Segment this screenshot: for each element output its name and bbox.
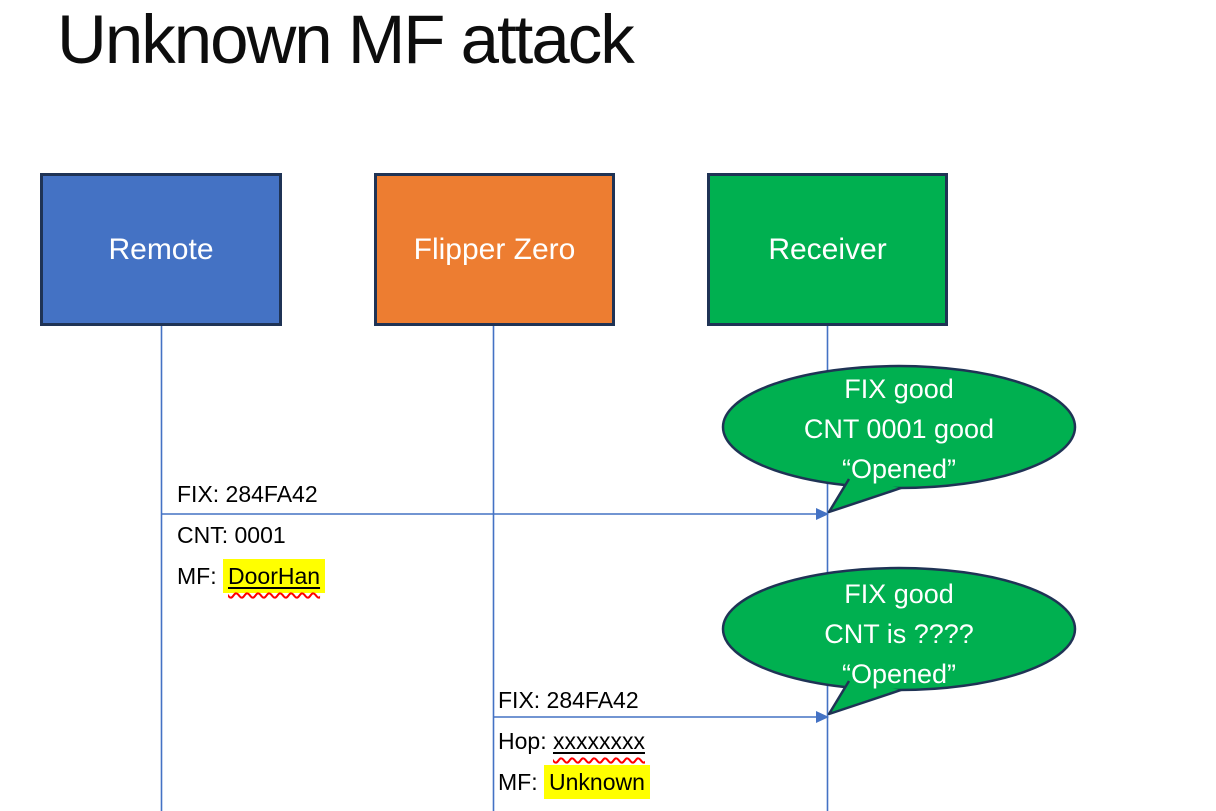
callout-2-line-3: “Opened” — [841, 659, 957, 689]
arrowhead-icon — [816, 711, 829, 723]
callout-1-line-1: FIX good — [844, 374, 954, 404]
message-2-labels: FIX: 284FA42 Hop: xxxxxxxx MF: Unknown — [498, 680, 650, 803]
actor-box-remote: Remote — [40, 173, 282, 326]
message-2-hop-line: Hop: xxxxxxxx — [498, 728, 645, 754]
actor-box-receiver: Receiver — [707, 173, 948, 326]
message-1-cnt-line: CNT: 0001 — [177, 522, 286, 548]
highlighted-text: DoorHan — [223, 559, 326, 593]
callout-1-text: FIX good CNT 0001 good “Opened” — [723, 369, 1075, 489]
message-1-labels: FIX: 284FA42 CNT: 0001 MF: DoorHan — [177, 474, 326, 597]
actor-label-flipper-zero: Flipper Zero — [413, 232, 576, 266]
message-arrow-1 — [162, 508, 829, 520]
callout-1-line-3: “Opened” — [841, 454, 957, 484]
slide-title: Unknown MF attack — [57, 1, 635, 78]
misspelled-text: xxxxxxxx — [552, 728, 645, 754]
message-1-mf-line: MF: DoorHan — [177, 556, 326, 597]
message-2-mf-line: MF: Unknown — [498, 762, 650, 803]
message-arrow-2 — [494, 711, 829, 723]
callout-1-line-2: CNT 0001 good — [803, 414, 995, 444]
arrowhead-icon — [816, 508, 829, 520]
callout-bubble-2 — [721, 566, 1077, 716]
message-1-fix-line: FIX: 284FA42 — [177, 481, 318, 507]
callout-2-line-1: FIX good — [844, 579, 954, 609]
callout-2-line-2: CNT is ???? — [824, 619, 974, 649]
callout-bubble-1 — [721, 364, 1077, 514]
message-2-fix-line: FIX: 284FA42 — [498, 687, 639, 713]
highlighted-text: Unknown — [544, 765, 650, 799]
actor-label-receiver: Receiver — [768, 232, 887, 266]
callout-2-text: FIX good CNT is ???? “Opened” — [723, 574, 1075, 694]
actor-box-flipper-zero: Flipper Zero — [374, 173, 615, 326]
actor-label-remote: Remote — [108, 232, 214, 266]
